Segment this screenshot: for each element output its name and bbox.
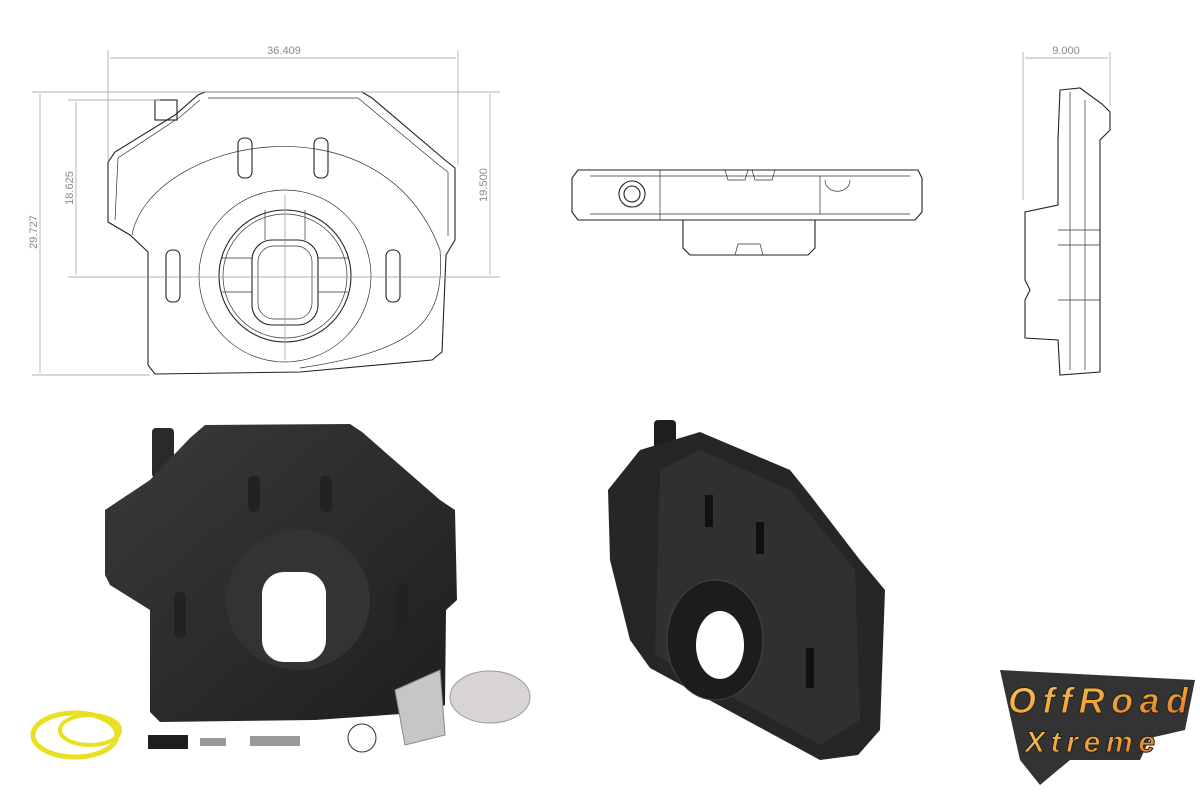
offroad-xtreme-logo: OffRoad Xtreme bbox=[1000, 670, 1195, 785]
right-height-dimension: 19.500 bbox=[478, 168, 490, 202]
side-view-drawing bbox=[1022, 52, 1111, 376]
front-view-drawing bbox=[32, 50, 500, 376]
tank-photo bbox=[30, 424, 531, 760]
top-view-drawing bbox=[571, 169, 923, 256]
tank-isometric-render bbox=[608, 420, 885, 760]
overall-height-dimension: 29.727 bbox=[28, 215, 40, 249]
left-height-dimension: 18.625 bbox=[64, 171, 76, 205]
width-dimension: 36.409 bbox=[267, 45, 301, 57]
depth-dimension: 9.000 bbox=[1052, 45, 1080, 57]
